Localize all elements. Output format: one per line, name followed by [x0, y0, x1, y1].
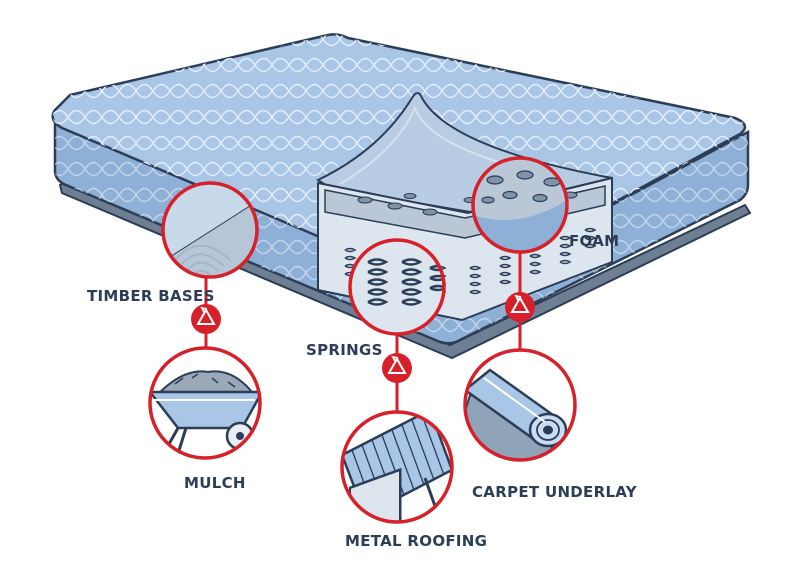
foam-magnifier [471, 156, 569, 254]
timber-magnifier [161, 181, 259, 279]
wheelbarrow-icon [148, 346, 262, 460]
label-springs: SPRINGS [306, 341, 383, 359]
label-timber-bases: TIMBER BASES [87, 287, 215, 305]
label-metal-roofing: METAL ROOFING [345, 532, 487, 550]
label-foam: FOAM [569, 232, 619, 250]
recycle-icon [382, 353, 412, 383]
recycle-icon [505, 292, 535, 322]
carpet-roll-icon [463, 348, 577, 462]
recycle-icon [191, 304, 221, 334]
label-mulch: MULCH [184, 474, 246, 492]
metal-roof-icon [340, 410, 454, 524]
springs-magnifier [348, 238, 446, 336]
label-carpet-underlay: CARPET UNDERLAY [472, 483, 638, 501]
